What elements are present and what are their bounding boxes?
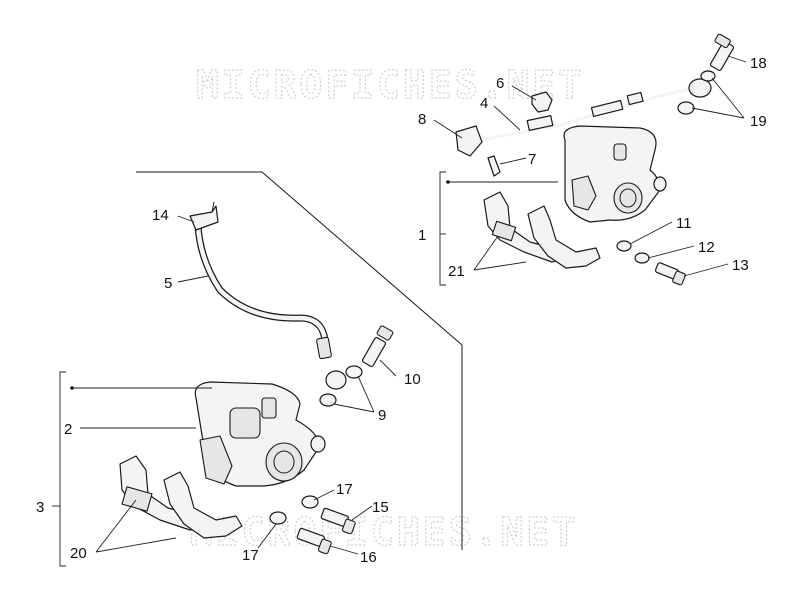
upper-mount-bolt — [654, 262, 686, 286]
callout-9: 9 — [378, 407, 386, 424]
callout-13: 13 — [732, 257, 749, 274]
callout-17-lower: 17 — [242, 547, 259, 564]
leader-9 — [333, 375, 375, 413]
upper-banjo-bolt — [709, 33, 735, 71]
section-divider — [136, 171, 463, 550]
upper-caliper-assembly — [439, 33, 735, 286]
callout-5: 5 — [164, 275, 172, 292]
lower-washer-17a — [301, 495, 319, 509]
upper-washer-a — [700, 70, 716, 82]
leader-17a — [313, 489, 335, 501]
leader-11 — [629, 221, 673, 245]
callout-1: 1 — [418, 227, 426, 244]
lower-banjo-fitting — [325, 370, 347, 390]
callout-8: 8 — [418, 111, 426, 128]
lower-washer-b — [319, 393, 337, 407]
lower-washer-a — [345, 365, 363, 379]
callout-17-upper: 17 — [336, 481, 353, 498]
callout-7: 7 — [528, 151, 536, 168]
hose-clip-14 — [189, 205, 219, 231]
lower-banjo-bolt — [361, 325, 394, 367]
upper-washer-12 — [634, 252, 650, 264]
upper-piston-bore — [619, 188, 637, 208]
callout-20: 20 — [70, 545, 87, 562]
callout-14: 14 — [152, 207, 169, 224]
upper-washer-11 — [616, 240, 632, 252]
upper-washer-b — [677, 101, 695, 115]
hose-end-fitting — [316, 336, 332, 360]
lower-mount-bolt-16 — [296, 527, 332, 555]
callout-labels: 18 19 6 4 8 7 1 21 11 12 13 14 5 10 9 2 … — [36, 55, 767, 566]
pipe-fitting-b — [590, 99, 624, 118]
callout-19: 19 — [750, 113, 767, 130]
lower-piston-bore — [273, 450, 295, 474]
callout-18: 18 — [750, 55, 767, 72]
callout-16: 16 — [360, 549, 377, 566]
callout-3: 3 — [36, 499, 44, 516]
callout-21: 21 — [448, 263, 465, 280]
callout-15: 15 — [372, 499, 389, 516]
bracket-screw — [487, 155, 501, 177]
flex-hose — [195, 224, 328, 341]
hose-bracket — [455, 125, 483, 157]
upper-banjo-fitting — [688, 78, 712, 98]
leader-lines — [52, 55, 747, 555]
group-bracket-1 — [439, 171, 446, 286]
leader-10 — [379, 359, 397, 377]
leader-15 — [351, 505, 373, 521]
leader-5 — [177, 275, 209, 283]
leader-4 — [493, 105, 521, 131]
lower-brake-pad-b — [163, 471, 243, 539]
callout-10: 10 — [404, 371, 421, 388]
lower-pad-friction — [121, 486, 153, 512]
watermark-bottom: MICROFICHES.NET — [190, 510, 578, 554]
leader-7 — [499, 157, 527, 165]
leader-13 — [683, 263, 729, 277]
upper-pad-friction — [491, 220, 517, 242]
lower-bleed-valve — [261, 397, 277, 419]
leader-14 — [177, 215, 195, 223]
upper-caliper-pin — [653, 176, 667, 192]
upper-bleed-valve — [613, 143, 627, 161]
lower-caliper-assembly — [59, 201, 394, 567]
callout-4: 4 — [480, 95, 488, 112]
leader-18 — [727, 55, 747, 63]
leader-21 — [473, 235, 527, 271]
callout-6: 6 — [496, 75, 504, 92]
callout-11: 11 — [676, 215, 692, 232]
leader-6 — [511, 85, 537, 101]
callout-2: 2 — [64, 421, 72, 438]
leader-16 — [329, 545, 359, 555]
lower-mount-bolt-15 — [320, 507, 356, 535]
lower-caliper-pin — [310, 435, 326, 453]
pipe-fitting-a — [526, 115, 554, 131]
leader-19 — [691, 77, 745, 119]
watermark-top: MICROFICHES.NET — [196, 63, 584, 107]
lower-caliper-bridge — [229, 407, 261, 439]
group-bracket-3 — [59, 371, 66, 567]
upper-brake-pad-b — [527, 205, 601, 269]
callout-12: 12 — [698, 239, 715, 256]
upper-caliper-mount — [571, 175, 597, 211]
leader-17b — [257, 523, 277, 549]
upper-caliper-piston — [613, 182, 643, 214]
lower-caliper-mount — [199, 435, 233, 485]
lower-washer-17b — [269, 511, 287, 525]
pipe-fitting-c — [626, 91, 644, 106]
leader-8 — [433, 119, 463, 139]
leader-20 — [95, 499, 177, 553]
leader-12 — [647, 245, 695, 259]
hose-clip-tab — [211, 201, 215, 213]
lower-caliper-piston — [265, 442, 303, 482]
hose-clip — [531, 91, 553, 113]
